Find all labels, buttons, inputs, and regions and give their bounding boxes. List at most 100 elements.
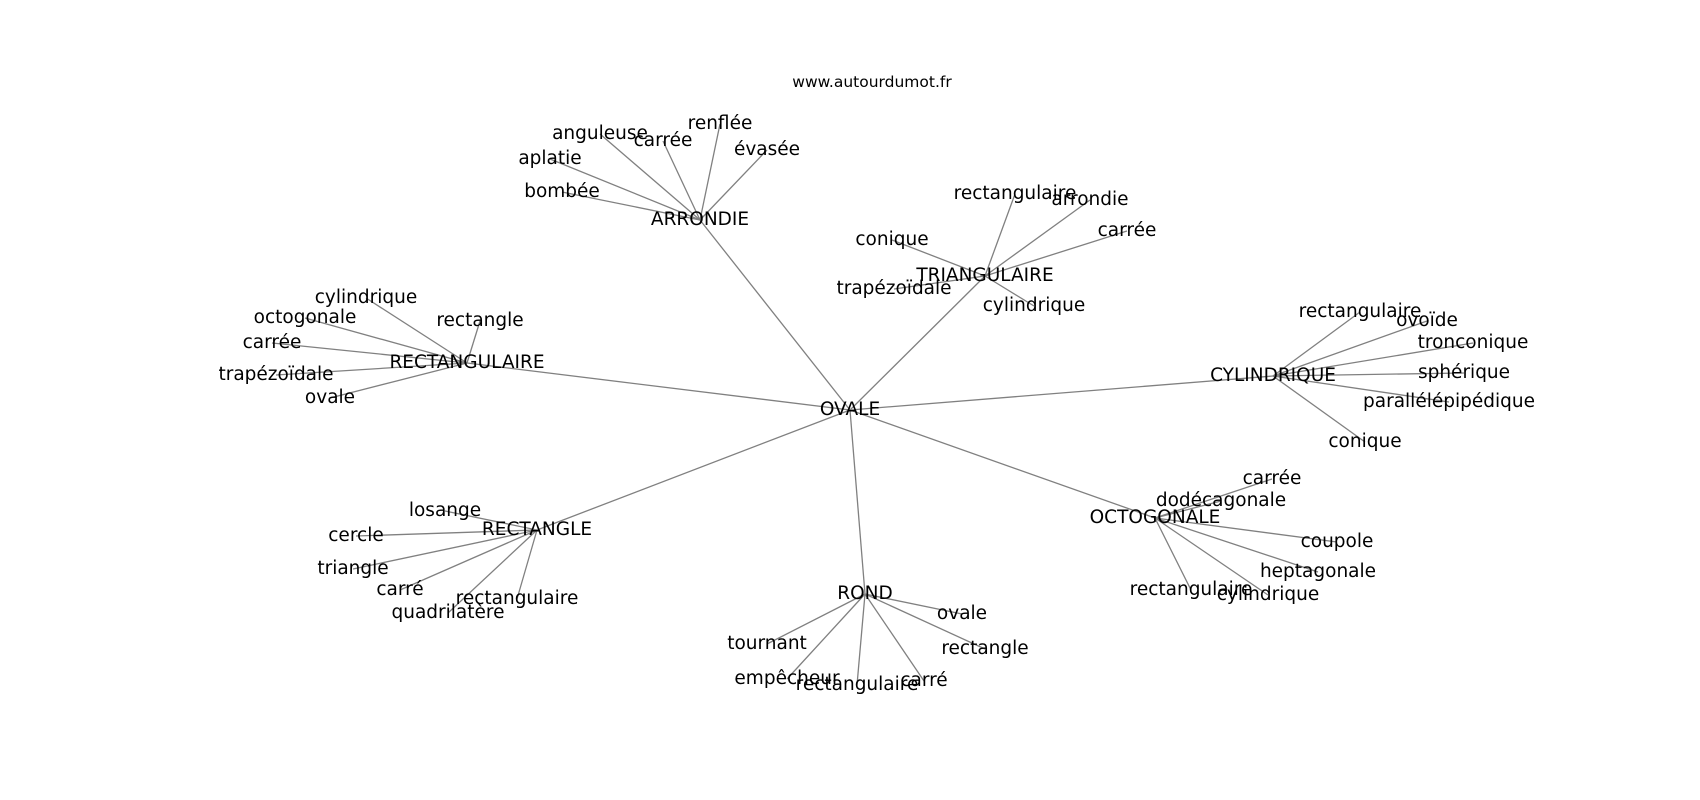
related-word[interactable]: octogonale xyxy=(254,307,357,328)
related-word[interactable]: ovale xyxy=(937,603,987,624)
edge-arrondie-leaf xyxy=(699,123,721,221)
edge-rectangle-leaf xyxy=(516,529,538,600)
related-word[interactable]: empêcheur xyxy=(734,668,840,689)
edge-rectangulaire-leaf xyxy=(304,317,468,364)
edge-cylindrique-leaf xyxy=(1272,311,1361,377)
edge-center-to-triangulaire xyxy=(849,275,986,411)
related-word[interactable]: trapézoïdale xyxy=(836,278,951,299)
hub-word[interactable]: OCTOGONALE xyxy=(1090,507,1221,528)
related-word[interactable]: anguleuse xyxy=(552,123,648,144)
edge-rectangle-leaf xyxy=(444,510,538,531)
edge-octogonale-leaf xyxy=(1154,500,1222,519)
related-word[interactable]: dodécagonale xyxy=(1156,490,1286,511)
edge-octogonale-leaf xyxy=(1154,478,1273,519)
related-word[interactable]: coupole xyxy=(1301,531,1374,552)
edge-rectangle-leaf xyxy=(352,529,538,570)
related-word[interactable]: ovale xyxy=(305,387,355,408)
edge-rectangle-leaf xyxy=(447,529,538,614)
edge-center-to-rectangle xyxy=(536,409,851,531)
edge-octogonale-leaf xyxy=(1154,517,1192,591)
edge-triangulaire-leaf xyxy=(984,199,1091,277)
related-word[interactable]: carré xyxy=(376,579,423,600)
edge-arrondie-leaf xyxy=(561,191,701,221)
related-word[interactable]: renflée xyxy=(688,113,753,134)
related-word[interactable]: cylindrique xyxy=(315,287,417,308)
edges-layer xyxy=(271,123,1474,686)
edge-center-to-rond xyxy=(849,409,866,595)
edge-triangulaire-leaf xyxy=(984,193,1016,277)
related-word[interactable]: bombée xyxy=(524,181,600,202)
related-word[interactable]: quadrilatère xyxy=(392,602,505,623)
hub-word[interactable]: ROND xyxy=(837,583,893,604)
related-word[interactable]: rectangulaire xyxy=(456,588,579,609)
related-word[interactable]: aplatie xyxy=(518,148,581,169)
edge-triangulaire-leaf xyxy=(984,230,1128,277)
edge-rond-leaf xyxy=(864,593,986,650)
related-word[interactable]: carré xyxy=(900,670,947,691)
related-word[interactable]: ovoïde xyxy=(1396,310,1458,331)
related-word[interactable]: losange xyxy=(409,500,481,521)
related-word[interactable]: carrée xyxy=(634,130,693,151)
edge-rectangulaire-leaf xyxy=(329,362,468,399)
edge-octogonale-leaf xyxy=(1154,517,1338,543)
watermark: www.autourdumot.fr xyxy=(792,73,952,91)
hub-word[interactable]: RECTANGULAIRE xyxy=(389,352,544,373)
edge-cylindrique-leaf xyxy=(1272,375,1450,403)
edge-rond-leaf xyxy=(864,593,925,682)
edge-center-to-arrondie xyxy=(699,219,851,411)
edge-arrondie-leaf xyxy=(662,140,701,221)
edge-rond-leaf xyxy=(856,593,866,686)
edge-cylindrique-leaf xyxy=(1272,320,1428,377)
edge-cylindrique-leaf xyxy=(1272,342,1474,377)
edge-rectangulaire-leaf xyxy=(466,320,481,364)
hub-word[interactable]: TRIANGULAIRE xyxy=(915,265,1053,286)
edge-center-to-octogonale xyxy=(849,409,1156,519)
edge-rectangle-leaf xyxy=(399,529,538,591)
related-word[interactable]: cylindrique xyxy=(1217,584,1319,605)
related-word[interactable]: trapézoïdale xyxy=(218,364,333,385)
related-word[interactable]: cercle xyxy=(328,525,383,546)
edge-rectangulaire-leaf xyxy=(365,297,468,364)
edge-center-to-rectangulaire xyxy=(466,362,851,411)
labels-layer: OVALEARRONDIEanguleusecarréerenfléeévasé… xyxy=(218,113,1535,695)
edge-cylindrique-leaf xyxy=(1272,375,1366,443)
related-word[interactable]: conique xyxy=(1328,431,1401,452)
related-word[interactable]: rectangle xyxy=(436,310,523,331)
related-word[interactable]: arrondie xyxy=(1051,189,1128,210)
edge-rectangulaire-leaf xyxy=(271,342,468,364)
related-word[interactable]: conique xyxy=(855,229,928,250)
related-word[interactable]: tronconique xyxy=(1418,332,1529,353)
edge-center-to-cylindrique xyxy=(849,375,1274,411)
related-word[interactable]: cylindrique xyxy=(983,295,1085,316)
related-word[interactable]: carrée xyxy=(1243,468,1302,489)
edge-octogonale-leaf xyxy=(1154,517,1319,573)
related-word[interactable]: rectangle xyxy=(941,638,1028,659)
edge-arrondie-leaf xyxy=(599,133,701,221)
related-word[interactable]: sphérique xyxy=(1418,362,1510,383)
related-word[interactable]: tournant xyxy=(727,633,807,654)
related-word[interactable]: évasée xyxy=(734,139,800,160)
edge-triangulaire-leaf xyxy=(893,275,986,290)
related-word[interactable]: carrée xyxy=(1098,220,1157,241)
hub-word[interactable]: CYLINDRIQUE xyxy=(1210,365,1336,386)
related-word[interactable]: carrée xyxy=(243,332,302,353)
edge-rond-leaf xyxy=(786,593,866,680)
related-word[interactable]: rectangulaire xyxy=(1130,579,1253,600)
edge-triangulaire-leaf xyxy=(891,239,986,277)
edge-octogonale-leaf xyxy=(1154,517,1269,596)
related-word[interactable]: rectangulaire xyxy=(954,183,1077,204)
related-word[interactable]: rectangulaire xyxy=(796,674,919,695)
edge-rond-leaf xyxy=(766,593,866,645)
center-word[interactable]: OVALE xyxy=(820,399,880,420)
edge-arrondie-leaf xyxy=(699,149,768,221)
related-word[interactable]: parallélépipédique xyxy=(1363,391,1535,412)
hub-word[interactable]: RECTANGLE xyxy=(482,519,592,540)
related-word[interactable]: triangle xyxy=(317,558,388,579)
related-word[interactable]: rectangulaire xyxy=(1299,301,1422,322)
related-word[interactable]: heptagonale xyxy=(1260,561,1376,582)
hub-word[interactable]: ARRONDIE xyxy=(651,209,749,230)
edge-rond-leaf xyxy=(864,593,963,615)
edge-arrondie-leaf xyxy=(549,158,701,221)
edge-triangulaire-leaf xyxy=(984,275,1035,307)
